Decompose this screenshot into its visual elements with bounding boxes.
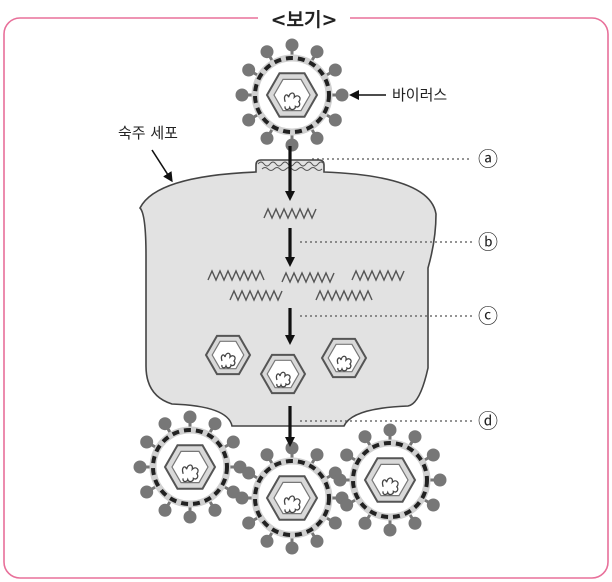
- spike-knob: [235, 88, 249, 102]
- spike-knob: [183, 410, 197, 424]
- genome-coil: [220, 352, 236, 369]
- spike-knob: [183, 510, 197, 524]
- virus-label: 바이러스: [392, 86, 447, 104]
- step-mark-d: ⓓ: [478, 409, 498, 433]
- genome-coil: [336, 355, 352, 372]
- capsid: [265, 475, 319, 521]
- spike-knob: [260, 534, 274, 548]
- step-leaders: [300, 158, 472, 422]
- assembled-capsids: [204, 334, 368, 395]
- spike-knob: [408, 516, 422, 530]
- host-cell-label: 숙주 세포: [118, 124, 178, 142]
- capsid: [163, 444, 217, 490]
- spike-knob: [340, 498, 354, 512]
- spike-knob: [310, 448, 324, 462]
- spike-knob: [335, 88, 349, 102]
- spike-knob: [408, 430, 422, 444]
- spike-knob: [328, 63, 342, 77]
- genome-coil: [381, 477, 399, 496]
- spike-knob: [260, 448, 274, 462]
- spike-knob: [285, 38, 299, 52]
- spike-knob: [285, 541, 299, 555]
- spike-knob: [433, 473, 447, 487]
- spike-knob: [208, 417, 222, 431]
- spike-knob: [383, 523, 397, 537]
- capsid: [265, 72, 319, 118]
- genome-coil: [181, 464, 199, 483]
- genome-strands-replicated: [207, 269, 405, 302]
- spike-knob: [235, 491, 249, 505]
- step-mark-b: ⓑ: [478, 230, 498, 254]
- spike-knob: [208, 503, 222, 517]
- capsid: [320, 337, 368, 379]
- spike-knob: [310, 45, 324, 59]
- spike-knob: [140, 485, 154, 499]
- genome-coil: [283, 92, 301, 111]
- spike-knob: [310, 534, 324, 548]
- host-cell-pointer: [151, 149, 173, 183]
- spike-knob: [358, 516, 372, 530]
- spike-knob: [285, 138, 299, 152]
- spike-knob: [242, 516, 256, 530]
- spike-knob: [328, 113, 342, 127]
- spike-knob: [260, 131, 274, 145]
- virion: [235, 38, 349, 152]
- virion: [133, 410, 247, 524]
- spike-knob: [140, 435, 154, 449]
- spike-knob: [158, 503, 172, 517]
- spike-knob: [242, 63, 256, 77]
- spike-knob: [242, 466, 256, 480]
- spike-knob: [260, 45, 274, 59]
- virion: [235, 441, 349, 555]
- spike-knob: [158, 417, 172, 431]
- step-mark-c: ⓒ: [478, 304, 498, 328]
- spike-knob: [383, 423, 397, 437]
- spike-knob: [340, 448, 354, 462]
- capsid: [363, 457, 417, 503]
- genome-coil: [275, 371, 291, 388]
- spike-knob: [133, 460, 147, 474]
- box-title: <보기>: [271, 9, 338, 31]
- spike-knob: [333, 473, 347, 487]
- step-mark-a: ⓐ: [478, 147, 498, 171]
- spike-knob: [226, 435, 240, 449]
- capsid: [204, 334, 252, 376]
- spike-knob: [285, 441, 299, 455]
- virion: [333, 423, 447, 537]
- spike-knob: [358, 430, 372, 444]
- spike-knob: [426, 448, 440, 462]
- genome-strand-single: [263, 207, 317, 220]
- spike-knob: [426, 498, 440, 512]
- spike-knob: [310, 131, 324, 145]
- genome-coil: [283, 495, 301, 514]
- spike-knob: [242, 113, 256, 127]
- capsid: [259, 353, 307, 395]
- spike-knob: [328, 516, 342, 530]
- virions: [133, 38, 447, 555]
- title-backdrop: [258, 4, 350, 32]
